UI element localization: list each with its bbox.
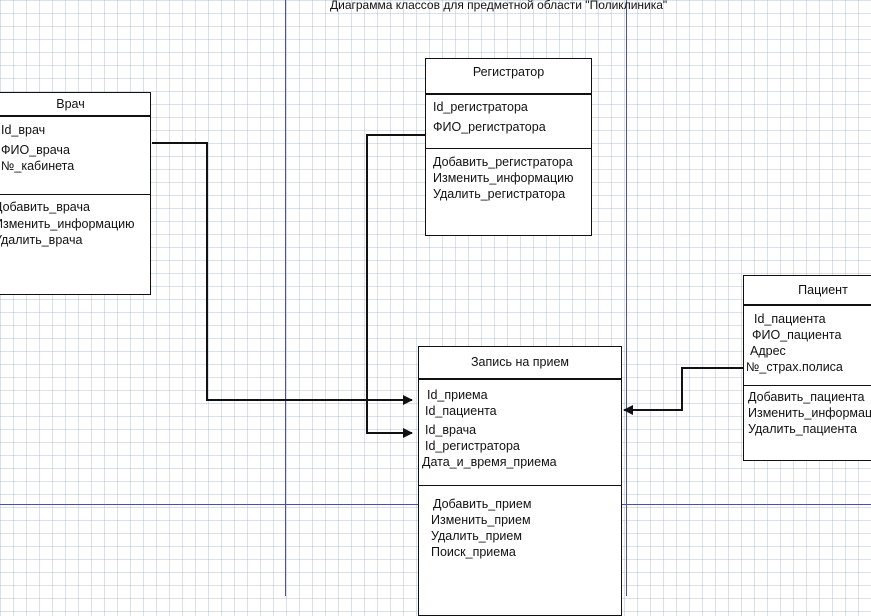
attribute: №_страх.полиса xyxy=(746,360,843,374)
operation: Удалить_пациента xyxy=(748,422,857,436)
attribute: ФИО_врача xyxy=(1,143,70,157)
page-boundary-line xyxy=(285,0,286,596)
diagram-title: Диаграмма классов для предметной области… xyxy=(330,0,668,12)
operation: Удалить_прием xyxy=(431,529,522,543)
attribute: Id_приема xyxy=(427,388,488,402)
class-name: Врач xyxy=(0,93,150,117)
operation: Добавить_прием xyxy=(433,497,532,511)
attribute: Id_регистратора xyxy=(425,439,520,453)
operation: Добавить_врача xyxy=(0,200,90,214)
operation: Изменить_информацию xyxy=(748,406,871,420)
class-registrator[interactable]: Регистратор Id_регистратора ФИО_регистра… xyxy=(425,58,592,236)
association-vrach-zapis[interactable] xyxy=(152,142,413,405)
page-boundary-line xyxy=(626,0,627,596)
operation: Поиск_приема xyxy=(431,545,516,559)
class-zapis[interactable]: Запись на прием Id_приема Id_пациента Id… xyxy=(418,346,622,616)
attribute: Id_пациента xyxy=(425,404,497,418)
attribute: Id_регистратора xyxy=(433,100,528,114)
attribute: Id_пациента xyxy=(754,312,826,326)
operation: Удалить_регистратора xyxy=(433,187,566,201)
class-name: Регистратор xyxy=(426,59,591,95)
attribute: Id_врача xyxy=(425,423,477,437)
operation: Добавить_регистратора xyxy=(433,155,573,169)
class-patient[interactable]: Пациент Id_пациента ФИО_пациента Адрес №… xyxy=(743,275,871,461)
attribute: ФИО_регистратора xyxy=(433,120,546,134)
attribute: Id_врач xyxy=(1,123,46,137)
attribute: ФИО_пациента xyxy=(752,328,842,342)
attribute: Дата_и_время_приема xyxy=(422,455,557,469)
operation: Изменить_информацию xyxy=(0,217,135,231)
operation: Изменить_информацию xyxy=(433,171,574,185)
operation: Изменить_прием xyxy=(431,513,531,527)
operation: Добавить_пациента xyxy=(748,390,865,404)
connectors xyxy=(152,134,743,438)
class-name: Запись на прием xyxy=(419,347,621,380)
class-vrach[interactable]: Врач Id_врач ФИО_врача №_кабинета Добави… xyxy=(0,92,151,295)
attribute: №_кабинета xyxy=(1,159,75,173)
association-registrator-zapis[interactable] xyxy=(366,134,425,438)
class-name: Пациент xyxy=(744,276,871,306)
operation: Удалить_врача xyxy=(0,233,83,247)
association-patient-zapis[interactable] xyxy=(623,367,743,415)
attribute: Адрес xyxy=(750,344,786,358)
